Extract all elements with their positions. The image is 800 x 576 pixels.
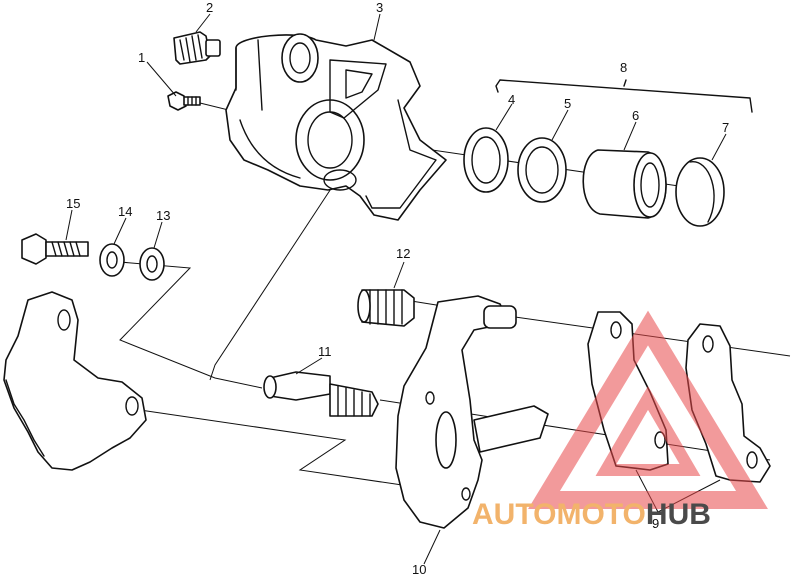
watermark-triangle-icon [528, 310, 768, 509]
callout-8: 8 [620, 60, 627, 75]
callout-14: 14 [118, 204, 132, 219]
group-bracket-8 [495, 79, 753, 113]
callout-3: 3 [376, 0, 383, 15]
mounting-bolt [21, 233, 89, 265]
dust-cap [675, 157, 725, 227]
watermark-word-automoto: AUTOMOTO [472, 498, 646, 531]
callout-9: 9 [652, 516, 659, 531]
callout-11: 11 [318, 344, 332, 359]
piston-seals [463, 127, 567, 203]
slide-pin-boot [357, 289, 415, 327]
watermark-logo [528, 310, 768, 509]
callout-labels: 1 2 3 4 5 6 7 8 9 10 11 12 13 14 15 [66, 0, 729, 576]
caliper-body [225, 33, 447, 221]
callout-12: 12 [396, 246, 410, 261]
callout-4: 4 [508, 92, 515, 107]
mounting-plate [3, 291, 147, 471]
svg-text:AUTOMOTOHUB: AUTOMOTOHUB [472, 498, 711, 531]
callout-6: 6 [632, 108, 639, 123]
bleeder-screw [173, 31, 221, 65]
callout-13: 13 [156, 208, 170, 223]
callout-5: 5 [564, 96, 571, 111]
callout-1: 1 [138, 50, 145, 65]
slide-pin-11 [263, 371, 379, 417]
callout-7: 7 [722, 120, 729, 135]
callout-2: 2 [206, 0, 213, 15]
callout-15: 15 [66, 196, 80, 211]
caliper-bracket [395, 295, 549, 529]
callout-10: 10 [412, 562, 426, 576]
small-bolt [167, 91, 201, 111]
watermark-wordmark: AUTOMOTOHUB [472, 498, 711, 531]
watermark-inner-triangle-icon [595, 386, 701, 476]
washers [99, 243, 165, 281]
watermark-word-hub: HUB [646, 498, 711, 531]
piston [582, 149, 667, 219]
